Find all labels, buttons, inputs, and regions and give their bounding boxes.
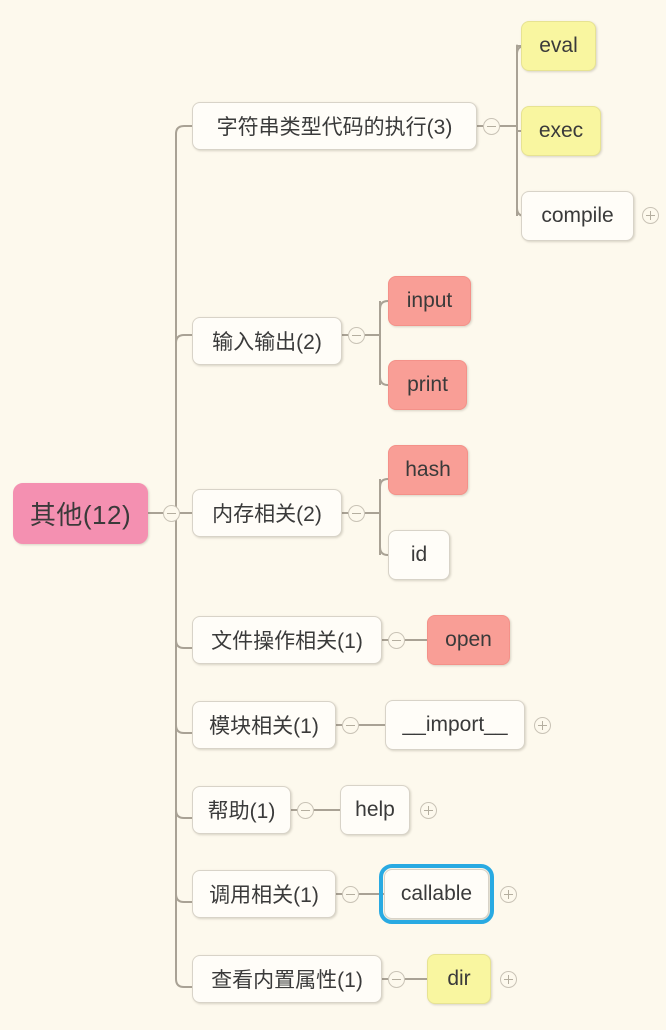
branch-node-module[interactable]: 模块相关(1) bbox=[192, 701, 336, 749]
leaf-node-eval[interactable]: eval bbox=[521, 21, 596, 71]
branch-label: 模块相关(1) bbox=[209, 715, 319, 738]
branch-node-file-ops[interactable]: 文件操作相关(1) bbox=[192, 616, 382, 664]
leaf-node-input[interactable]: input bbox=[388, 276, 471, 326]
collapse-toggle-root[interactable] bbox=[163, 505, 180, 522]
branch-node-help-category[interactable]: 帮助(1) bbox=[192, 786, 291, 834]
collapse-toggle-builtin-attrs[interactable] bbox=[388, 971, 405, 988]
collapse-toggle-string-exec[interactable] bbox=[483, 118, 500, 135]
collapse-toggle-memory[interactable] bbox=[348, 505, 365, 522]
branch-node-builtin-attrs[interactable]: 查看内置属性(1) bbox=[192, 955, 382, 1003]
leaf-label: id bbox=[410, 543, 428, 566]
branch-label: 查看内置属性(1) bbox=[211, 969, 363, 992]
leaf-node-open[interactable]: open bbox=[427, 615, 510, 665]
branch-label: 字符串类型代码的执行(3) bbox=[216, 116, 453, 139]
leaf-label: hash bbox=[405, 458, 451, 481]
branch-node-memory[interactable]: 内存相关(2) bbox=[192, 489, 342, 537]
leaf-node-compile[interactable]: compile bbox=[521, 191, 634, 241]
expand-toggle-dir[interactable] bbox=[500, 971, 517, 988]
branch-node-callable-category[interactable]: 调用相关(1) bbox=[192, 870, 336, 918]
leaf-node-dir[interactable]: dir bbox=[427, 954, 491, 1004]
branch-label: 调用相关(1) bbox=[209, 884, 319, 907]
leaf-label: compile bbox=[541, 204, 614, 227]
leaf-label: callable bbox=[400, 882, 473, 905]
expand-toggle-help[interactable] bbox=[420, 802, 437, 819]
leaf-label: exec bbox=[538, 119, 584, 142]
leaf-label: __import__ bbox=[402, 713, 508, 736]
leaf-label: dir bbox=[447, 967, 471, 990]
leaf-node-hash[interactable]: hash bbox=[388, 445, 468, 495]
collapse-toggle-file-ops[interactable] bbox=[388, 632, 405, 649]
expand-toggle-import[interactable] bbox=[534, 717, 551, 734]
leaf-label: help bbox=[355, 798, 395, 821]
leaf-label: input bbox=[406, 289, 453, 312]
leaf-node-import[interactable]: __import__ bbox=[385, 700, 525, 750]
root-node[interactable]: 其他(12) bbox=[13, 483, 148, 544]
leaf-node-exec[interactable]: exec bbox=[521, 106, 601, 156]
branch-label: 内存相关(2) bbox=[212, 503, 322, 526]
root-node-label: 其他(12) bbox=[29, 500, 132, 530]
expand-toggle-callable[interactable] bbox=[500, 886, 517, 903]
leaf-label: open bbox=[445, 628, 492, 651]
branch-node-string-exec[interactable]: 字符串类型代码的执行(3) bbox=[192, 102, 477, 150]
collapse-toggle-module[interactable] bbox=[342, 717, 359, 734]
branch-label: 输入输出(2) bbox=[212, 331, 322, 354]
collapse-toggle-io[interactable] bbox=[348, 327, 365, 344]
leaf-node-callable[interactable]: callable bbox=[379, 864, 494, 924]
leaf-label: print bbox=[407, 373, 448, 396]
collapse-toggle-callable-category[interactable] bbox=[342, 886, 359, 903]
leaf-node-print[interactable]: print bbox=[388, 360, 467, 410]
branch-node-io[interactable]: 输入输出(2) bbox=[192, 317, 342, 365]
leaf-node-help[interactable]: help bbox=[340, 785, 410, 835]
branch-label: 文件操作相关(1) bbox=[211, 630, 363, 653]
leaf-label: eval bbox=[539, 34, 578, 57]
branch-label: 帮助(1) bbox=[207, 800, 276, 823]
collapse-toggle-help-category[interactable] bbox=[297, 802, 314, 819]
expand-toggle-compile[interactable] bbox=[642, 207, 659, 224]
leaf-node-id[interactable]: id bbox=[388, 530, 450, 580]
